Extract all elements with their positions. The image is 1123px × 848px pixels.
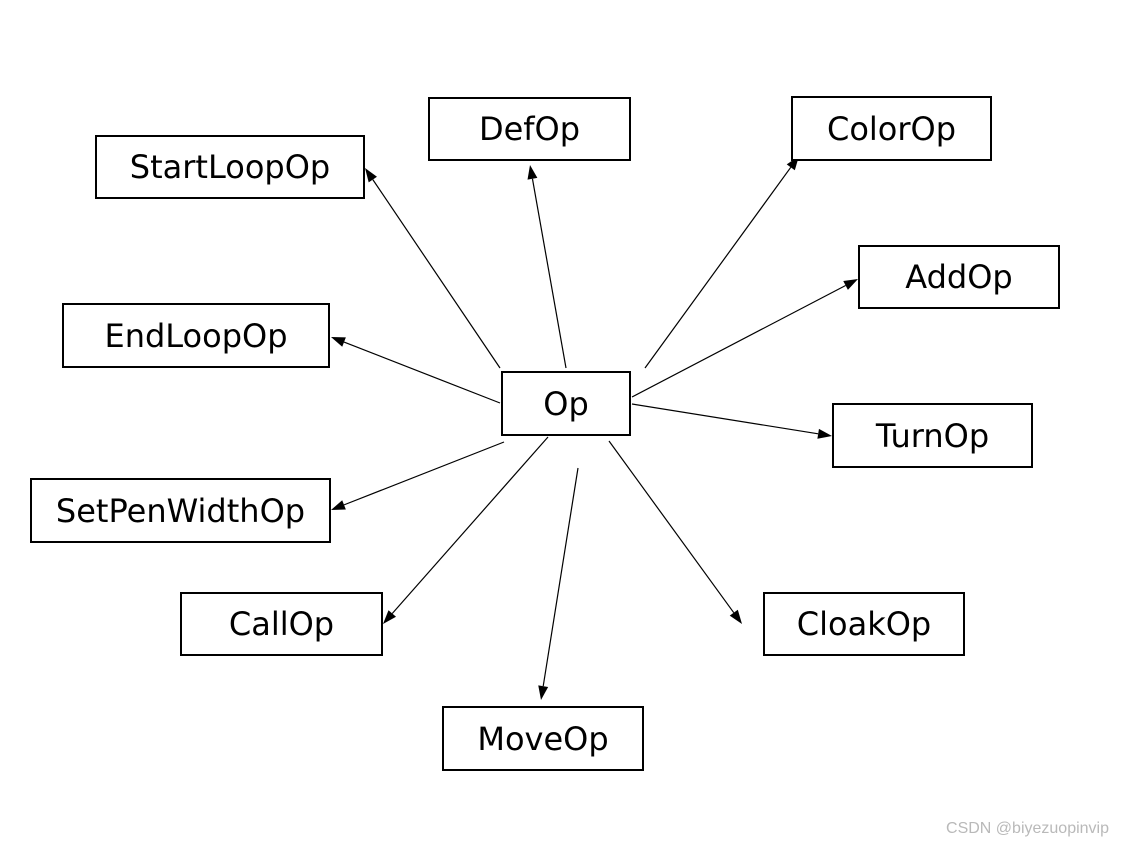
node-colorop: ColorOp xyxy=(791,96,992,161)
edge-op-to-add xyxy=(631,284,846,398)
node-endloopop: EndLoopOp xyxy=(62,303,330,368)
node-moveop: MoveOp xyxy=(442,706,644,771)
node-startloopop: StartLoopOp xyxy=(95,135,365,199)
node-setpenwidthop: SetPenWidthOp xyxy=(30,478,331,543)
node-callop: CallOp xyxy=(180,592,383,656)
edge-op-to-setpenwidth xyxy=(343,441,505,506)
node-cloakop: CloakOp xyxy=(763,592,965,656)
node-op: Op xyxy=(501,371,631,436)
node-turnop: TurnOp xyxy=(832,403,1033,468)
edge-op-to-move xyxy=(542,467,579,687)
edge-op-to-color xyxy=(644,166,792,369)
arrowhead-def xyxy=(527,165,538,180)
edge-op-to-turn xyxy=(631,403,819,435)
arrowhead-add xyxy=(843,279,858,290)
arrowhead-cloak xyxy=(729,609,742,624)
edge-op-to-endloop xyxy=(343,341,501,404)
node-defop: DefOp xyxy=(428,97,631,161)
arrowhead-call xyxy=(383,610,397,624)
arrowhead-move xyxy=(538,685,549,700)
edge-op-to-cloak xyxy=(608,440,735,614)
arrowhead-endloop xyxy=(331,337,346,347)
edge-op-to-def xyxy=(531,178,567,369)
edge-op-to-call xyxy=(391,436,549,614)
arrowhead-turn xyxy=(817,428,832,439)
arrowhead-setpenwidth xyxy=(331,500,346,510)
node-addop: AddOp xyxy=(858,245,1060,309)
edge-op-to-startloop xyxy=(372,179,501,369)
watermark: CSDN @biyezuopinvip xyxy=(946,820,1109,837)
arrowhead-startloop xyxy=(365,168,377,183)
